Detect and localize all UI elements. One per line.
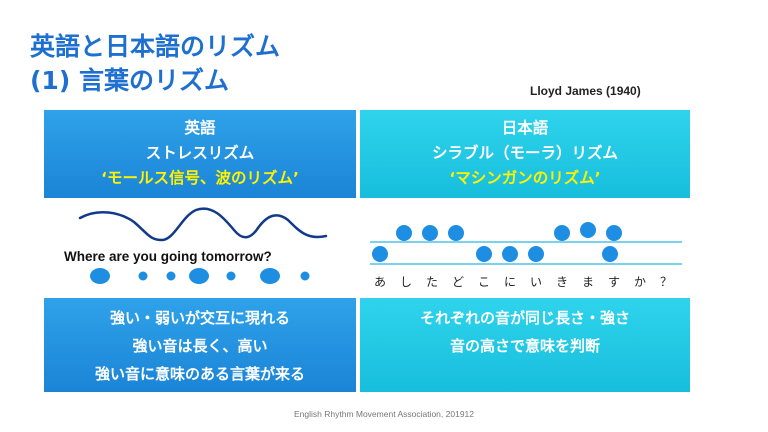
english-sentence: Where are you going tomorrow? <box>64 249 272 264</box>
kana: こ <box>477 275 490 289</box>
mora-dot-low <box>476 246 492 262</box>
kana: ど <box>451 275 464 289</box>
japanese-point: 音の高さで意味を判断 <box>449 337 600 355</box>
kana: に <box>503 275 516 289</box>
english-point: 強い・弱いが交互に現れる <box>109 309 290 327</box>
kana: た <box>425 275 438 289</box>
title-line-1: 英語と日本語のリズム <box>30 32 281 61</box>
stress-dot <box>189 268 209 284</box>
japanese-points-box: それぞれの音が同じ長さ・強さ 音の高さで意味を判断 <box>360 298 690 392</box>
japanese-header-box: 日本語 シラブル（モーラ）リズム ‘マシンガンのリズム’ <box>360 110 690 198</box>
mora-dot-high <box>422 225 438 241</box>
english-point: 強い音に意味のある言葉が来る <box>94 365 305 383</box>
japanese-point: それぞれの音が同じ長さ・強さ <box>419 309 630 327</box>
mora-dot-low <box>528 246 544 262</box>
kana: す <box>607 275 620 289</box>
japanese-heading: 日本語 <box>501 119 549 137</box>
kana: き <box>555 275 568 289</box>
stress-wave-diagram <box>78 207 328 242</box>
mora-dot-high <box>606 225 622 241</box>
weak-dot <box>226 271 236 281</box>
weak-dot <box>166 271 176 281</box>
japanese-subheading: シラブル（モーラ）リズム <box>431 144 618 162</box>
mora-dot-low <box>502 246 518 262</box>
stress-dot <box>260 268 280 284</box>
stress-dots <box>90 268 310 284</box>
title-line-2: (1) 言葉のリズム <box>30 66 229 95</box>
kana: あ <box>373 275 386 289</box>
kana: ま <box>581 275 594 289</box>
english-heading: 英語 <box>184 119 216 137</box>
mora-dot-low <box>372 246 388 262</box>
mora-rhythm-diagram <box>370 222 682 265</box>
kana: い <box>529 275 542 289</box>
mora-dot-low <box>602 246 618 262</box>
stress-wave-line <box>78 207 328 242</box>
stress-dot <box>90 268 110 284</box>
japanese-metaphor: ‘マシンガンのリズム’ <box>449 169 601 187</box>
slide-title: 英語と日本語のリズム (1) 言葉のリズム <box>30 30 280 98</box>
english-metaphor: ‘モールス信号、波のリズム’ <box>101 169 299 187</box>
kana-row: あ し た ど こ に い き ま す か ？ <box>370 273 680 291</box>
footer-credit: English Rhythm Movement Association, 201… <box>293 409 474 419</box>
mora-dot-high <box>554 225 570 241</box>
kana: か <box>633 275 646 289</box>
mora-dot-high <box>396 225 412 241</box>
weak-dot <box>138 271 148 281</box>
citation: Lloyd James (1940) <box>530 84 641 98</box>
english-points-box: 強い・弱いが交互に現れる 強い音は長く、高い 強い音に意味のある言葉が来る <box>44 298 356 392</box>
weak-dot <box>300 271 310 281</box>
kana: し <box>399 275 412 289</box>
mora-dot-high <box>448 225 464 241</box>
english-point: 強い音は長く、高い <box>132 337 268 355</box>
english-header-box: 英語 ストレスリズム ‘モールス信号、波のリズム’ <box>44 110 356 198</box>
kana: ？ <box>659 275 672 289</box>
mora-dot-high <box>580 222 596 238</box>
english-subheading: ストレスリズム <box>145 144 255 162</box>
